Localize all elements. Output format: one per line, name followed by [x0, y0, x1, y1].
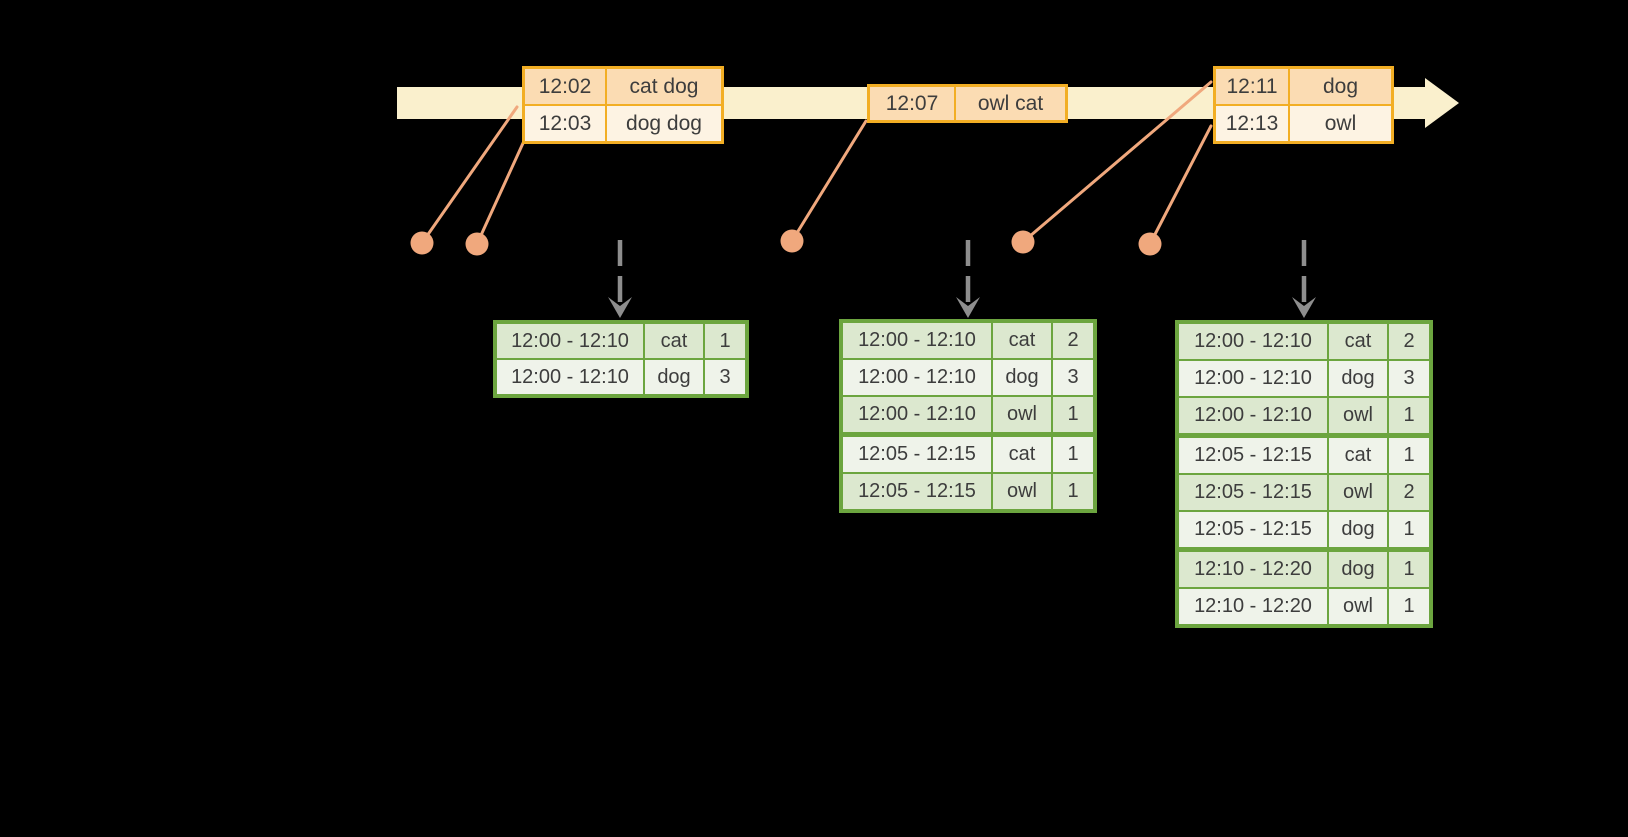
event-time: 12:02 — [525, 69, 605, 104]
count-cell: 1 — [1389, 589, 1429, 624]
event-leader-line — [790, 119, 868, 243]
table-row: 12:05 - 12:15 owl 1 — [843, 474, 1093, 509]
event-row: 12:03 dog dog — [525, 106, 721, 141]
count-cell: 1 — [1053, 474, 1093, 509]
result-table: 12:00 - 12:10 cat 2 12:00 - 12:10 dog 3 … — [1175, 320, 1433, 628]
event-time-dot — [1011, 230, 1035, 254]
word-cell: dog — [1329, 512, 1387, 547]
event-time-dot — [465, 232, 489, 256]
table-row: 12:00 - 12:10 cat 2 — [843, 323, 1093, 358]
count-cell: 3 — [705, 360, 745, 394]
count-cell: 1 — [705, 324, 745, 358]
window-cell: 12:00 - 12:10 — [1179, 324, 1327, 359]
word-cell: cat — [993, 437, 1051, 472]
event-time-dot — [780, 229, 804, 253]
event-row: 12:02 cat dog — [525, 69, 721, 104]
event-time: 12:13 — [1216, 106, 1288, 141]
window-cell: 12:00 - 12:10 — [843, 397, 991, 432]
table-row: 12:00 - 12:10 cat 2 — [1179, 324, 1429, 359]
event-time: 12:11 — [1216, 69, 1288, 104]
word-cell: owl — [993, 474, 1051, 509]
word-cell: cat — [645, 324, 703, 358]
event-words: owl cat — [956, 87, 1065, 120]
event-leader-line — [475, 139, 526, 246]
count-cell: 2 — [1389, 475, 1429, 510]
word-cell: dog — [1329, 361, 1387, 396]
event-card: 12:02 cat dog 12:03 dog dog — [522, 66, 724, 144]
word-cell: cat — [1329, 438, 1387, 473]
window-cell: 12:05 - 12:15 — [1179, 438, 1327, 473]
count-cell: 3 — [1053, 360, 1093, 395]
table-row: 12:00 - 12:10 dog 3 — [497, 360, 745, 394]
window-cell: 12:05 - 12:15 — [843, 437, 991, 472]
word-cell: dog — [1329, 552, 1387, 587]
count-cell: 1 — [1389, 552, 1429, 587]
event-words: dog dog — [607, 106, 721, 141]
count-cell: 3 — [1389, 361, 1429, 396]
table-row: 12:10 - 12:20 owl 1 — [1179, 589, 1429, 624]
table-row: 12:00 - 12:10 dog 3 — [1179, 361, 1429, 396]
window-cell: 12:00 - 12:10 — [843, 323, 991, 358]
result-table: 12:00 - 12:10 cat 1 12:00 - 12:10 dog 3 — [493, 320, 749, 398]
event-row: 12:13 owl — [1216, 106, 1391, 141]
word-cell: owl — [1329, 398, 1387, 433]
table-row: 12:10 - 12:20 dog 1 — [1179, 552, 1429, 587]
event-time-dot — [1138, 232, 1162, 256]
count-cell: 1 — [1389, 438, 1429, 473]
window-cell: 12:00 - 12:10 — [1179, 361, 1327, 396]
count-cell: 1 — [1053, 437, 1093, 472]
result-table: 12:00 - 12:10 cat 2 12:00 - 12:10 dog 3 … — [839, 319, 1097, 513]
table-row: 12:00 - 12:10 dog 3 — [843, 360, 1093, 395]
event-card: 12:07 owl cat — [867, 84, 1068, 123]
window-cell: 12:00 - 12:10 — [497, 324, 643, 358]
table-row: 12:00 - 12:10 owl 1 — [843, 397, 1093, 432]
count-cell: 1 — [1053, 397, 1093, 432]
event-leader-line — [1148, 124, 1213, 246]
timeline-arrowhead-icon — [1425, 78, 1459, 128]
table-row: 12:05 - 12:15 owl 2 — [1179, 475, 1429, 510]
table-row: 12:00 - 12:10 cat 1 — [497, 324, 745, 358]
window-cell: 12:05 - 12:15 — [1179, 512, 1327, 547]
window-cell: 12:00 - 12:10 — [843, 360, 991, 395]
event-row: 12:07 owl cat — [870, 87, 1065, 120]
window-cell: 12:10 - 12:20 — [1179, 589, 1327, 624]
window-cell: 12:05 - 12:15 — [843, 474, 991, 509]
event-card: 12:11 dog 12:13 owl — [1213, 66, 1394, 144]
count-cell: 1 — [1389, 398, 1429, 433]
count-cell: 2 — [1053, 323, 1093, 358]
word-cell: cat — [993, 323, 1051, 358]
count-cell: 2 — [1389, 324, 1429, 359]
count-cell: 1 — [1389, 512, 1429, 547]
table-row: 12:05 - 12:15 cat 1 — [1179, 438, 1429, 473]
word-cell: dog — [993, 360, 1051, 395]
event-words: dog — [1290, 69, 1391, 104]
window-cell: 12:00 - 12:10 — [497, 360, 643, 394]
trigger-arrowhead-icon — [608, 297, 632, 318]
word-cell: owl — [1329, 589, 1387, 624]
window-cell: 12:00 - 12:10 — [1179, 398, 1327, 433]
event-time: 12:03 — [525, 106, 605, 141]
window-cell: 12:05 - 12:15 — [1179, 475, 1327, 510]
word-cell: cat — [1329, 324, 1387, 359]
event-row: 12:11 dog — [1216, 69, 1391, 104]
event-time-dot — [410, 231, 434, 255]
trigger-arrowhead-icon — [1292, 297, 1316, 318]
event-time: 12:07 — [870, 87, 954, 120]
event-leader-line — [420, 105, 519, 245]
word-cell: owl — [1329, 475, 1387, 510]
word-cell: owl — [993, 397, 1051, 432]
word-cell: dog — [645, 360, 703, 394]
table-row: 12:05 - 12:15 dog 1 — [1179, 512, 1429, 547]
table-row: 12:00 - 12:10 owl 1 — [1179, 398, 1429, 433]
event-words: owl — [1290, 106, 1391, 141]
table-row: 12:05 - 12:15 cat 1 — [843, 437, 1093, 472]
event-words: cat dog — [607, 69, 721, 104]
event-leader-line — [1021, 80, 1213, 244]
window-cell: 12:10 - 12:20 — [1179, 552, 1327, 587]
trigger-arrowhead-icon — [956, 297, 980, 318]
